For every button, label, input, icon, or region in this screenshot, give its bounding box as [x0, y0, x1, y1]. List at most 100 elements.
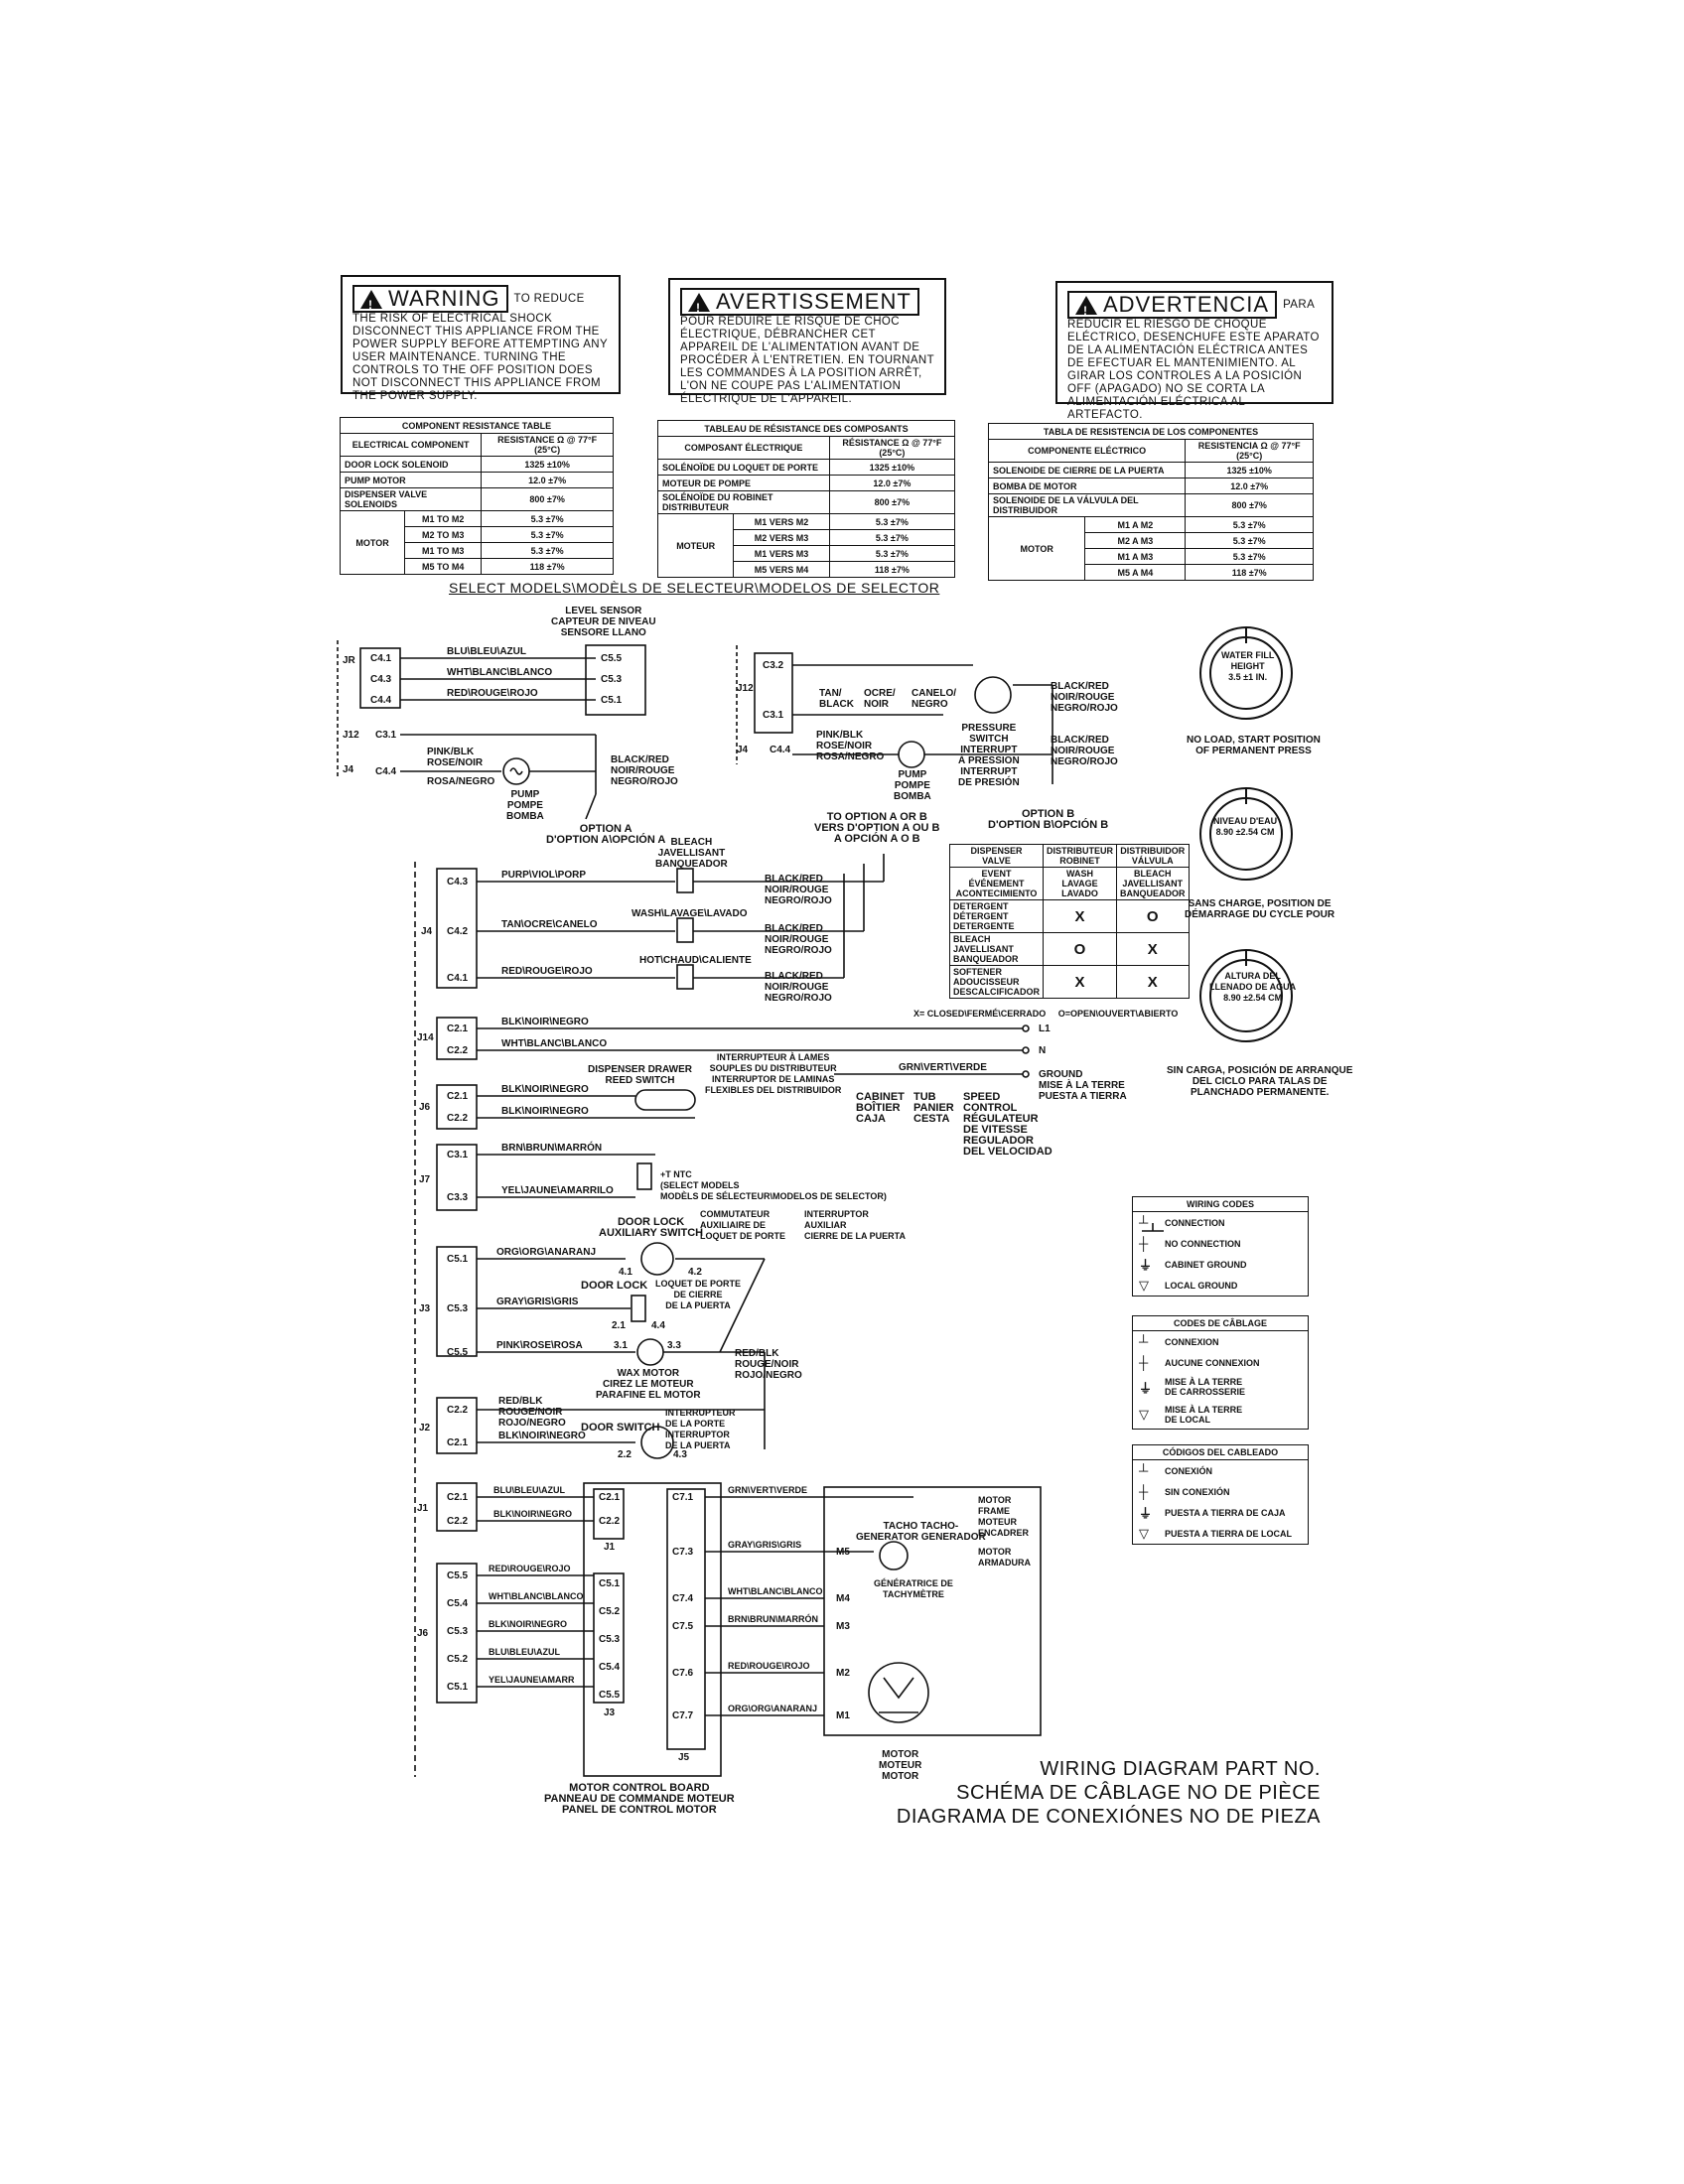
local-ground-icon: ▽ — [1139, 1277, 1149, 1293]
reed-switch-fr-label: INTERRUPTEUR À LAMES SOUPLES DU DISTRIBU… — [705, 1052, 842, 1095]
no-connection-icon: ┼ — [1139, 1355, 1149, 1370]
wire-label: CANELO/ NEGRO — [912, 688, 956, 710]
pin-label: C5.2 — [447, 1654, 469, 1665]
board-pin: C7.4 — [672, 1593, 694, 1604]
part-no-fr: SCHÉMA DE CÂBLAGE NO DE PIÈCE — [956, 1782, 1321, 1804]
wire-label: BRN\BRUN\MARRÓN — [501, 1143, 603, 1154]
connector-j4: J4 — [421, 926, 433, 937]
wire-label: WHT\BLANC\BLANCO — [728, 1586, 823, 1596]
warning-header: ADVERTENCIA — [1067, 291, 1278, 323]
code-row: ┴CONNEXION — [1139, 1334, 1219, 1349]
wire-label: GRAY\GRIS\GRIS — [728, 1540, 802, 1550]
option-b-caption: OPTION B D'OPTION B\OPCIÓN B — [988, 808, 1109, 831]
pin-label: C3.1 — [763, 710, 784, 721]
board-pin: C7.5 — [672, 1621, 694, 1632]
pin-label: C5.5 — [601, 653, 623, 664]
wire-label: GRAY\GRIS\GRIS — [496, 1297, 579, 1307]
table-row: SOLENOIDE DE LA VÁLVULA DEL DISTRIBUIDOR… — [987, 493, 1314, 517]
wire-label: BLACK/RED NOIR/ROUGE NEGRO/ROJO — [611, 754, 678, 787]
dial-text: NIVEAU D'EAU 8.90 ±2.54 cm — [1213, 816, 1278, 837]
code-row: ▽LOCAL GROUND — [1139, 1277, 1238, 1293]
connector-j4: J4 — [737, 745, 749, 755]
wire-label: BLACK/RED NOIR/ROUGE NEGRO/ROJO — [1051, 681, 1118, 714]
wire-label: PINK/BLK ROSE/NOIR — [427, 747, 484, 768]
pin-label: C4.3 — [447, 877, 469, 887]
wire-label: TAN/ BLACK — [819, 688, 854, 710]
warning-text: TO REDUCE THE RISK OF ELECTRICAL SHOCK D… — [352, 293, 608, 402]
col-header: RESISTANCE Ω @ 77°F (25°C) — [481, 433, 614, 457]
code-title: WIRING CODES — [1133, 1197, 1308, 1212]
board-pin: C7.1 — [672, 1492, 694, 1503]
code-row: ┴CONNECTION — [1139, 1215, 1225, 1230]
pump-label: PUMP POMPE BOMBA — [894, 769, 931, 802]
board-pin: C7.6 — [672, 1668, 694, 1679]
connector-j4: J4 — [343, 764, 354, 775]
option-table-legend: X= CLOSED\FERMÉ\CERRADO O=OPEN\OUVERT\AB… — [913, 1009, 1179, 1019]
wire-label: ROSA/NEGRO — [427, 776, 495, 787]
col-header: BLEACH JAVELLISANT BANQUEADOR — [1116, 867, 1190, 900]
pin-label: C5.1 — [447, 1682, 469, 1693]
connector-j12: J12 — [737, 683, 754, 694]
board-pin: C7.7 — [672, 1710, 694, 1721]
pin-label: C3.1 — [447, 1150, 469, 1160]
terminal-number: 3.3 — [667, 1340, 681, 1351]
motor-terminal: M1 — [836, 1710, 850, 1721]
l1-terminal: L1 — [1039, 1024, 1051, 1034]
board-pin: C5.1 — [599, 1578, 621, 1589]
pin-label: C4.4 — [770, 745, 791, 755]
level-sensor-label: LEVEL SENSOR CAPTEUR DE NIVEAU SENSORE L… — [551, 606, 656, 638]
warning-text: PARA REDUCIR EL RIESGO DE CHOQUE ELÉCTRI… — [1067, 299, 1320, 421]
pin-label: C2.1 — [447, 1024, 469, 1034]
board-pin: C5.3 — [599, 1634, 621, 1645]
wire-label: BLACK/RED NOIR/ROUGE NEGRO/ROJO — [765, 923, 832, 956]
terminal-number: 4.1 — [619, 1267, 632, 1278]
pin-label: C2.2 — [447, 1405, 469, 1416]
wire-label: RED\ROUGE\ROJO — [501, 966, 593, 977]
wiring-codes-en: WIRING CODES ┴CONNECTION ┼NO CONNECTION … — [1132, 1196, 1309, 1297]
wire-label: BLACK/RED NOIR/ROUGE NEGRO/ROJO — [765, 874, 832, 906]
reed-switch-label: DISPENSER DRAWER REED SWITCH — [588, 1064, 693, 1086]
pin-label: C2.1 — [447, 1492, 469, 1503]
resistance-table-en: COMPONENT RESISTANCE TABLE ELECTRICAL CO… — [339, 417, 614, 575]
pump-label: PUMP POMPE BOMBA — [506, 789, 544, 822]
dial-caption: SIN CARGA, POSICIÓN DE ARRANQUE DEL CICL… — [1167, 1065, 1353, 1098]
pin-label: C4.1 — [370, 653, 392, 664]
wire-label: ORG\ORG\ANARANJ — [496, 1247, 597, 1258]
col-header: ELECTRICAL COMPONENT — [339, 433, 483, 457]
bleach-label: BLEACH JAVELLISANT BANQUEADOR — [655, 837, 728, 870]
pin-label: C5.5 — [447, 1347, 469, 1358]
wire-label: RED\ROUGE\ROJO — [447, 688, 538, 699]
terminal-number: 2.2 — [618, 1449, 632, 1460]
local-ground-icon: ▽ — [1139, 1407, 1149, 1422]
option-a-caption: OPTION A D'OPTION A\OPCIÓN A — [546, 823, 666, 846]
pin-label: C2.2 — [447, 1113, 469, 1124]
code-row: ▽PUESTA A TIERRA DE LOCAL — [1139, 1525, 1292, 1541]
connector-jr: JR — [343, 655, 355, 666]
wire-label: BLK\NOIR\NEGRO — [501, 1106, 589, 1117]
wash-label: WASH\LAVAGE\LAVADO — [632, 908, 748, 919]
col-header: WASH LAVAGE LAVADO — [1043, 867, 1117, 900]
part-number-title: WIRING DIAGRAM PART NO. SCHÉMA DE CÂBLAG… — [894, 1757, 1321, 1829]
ground-label: GROUND MISE À LA TERRE PUESTA A TIERRA — [1039, 1069, 1127, 1102]
code-row: ⏚PUESTA A TIERRA DE CAJA — [1133, 1502, 1308, 1523]
pin-label: C5.5 — [447, 1570, 469, 1581]
pin-label: C4.2 — [447, 926, 469, 937]
wiring-codes-es: CÓDIGOS DEL CABLEADO ┴CONEXIÓN ┼SIN CONE… — [1132, 1444, 1309, 1545]
wire-label: BLK\NOIR\NEGRO — [501, 1084, 589, 1095]
wire-label: OCRE/ NOIR — [864, 688, 896, 710]
tacho-fr-label: GÉNÉRATRICE DE TACHYMÈTRE — [874, 1578, 953, 1599]
pin-label: C5.1 — [447, 1254, 469, 1265]
wire-label: BLK\NOIR\NEGRO — [493, 1509, 573, 1519]
dial-caption: NO LOAD, START POSITION OF PERMANENT PRE… — [1187, 735, 1321, 756]
connector-j12: J12 — [343, 730, 359, 741]
water-fill-dial — [1199, 626, 1293, 720]
no-connection-icon: ┼ — [1139, 1236, 1149, 1251]
